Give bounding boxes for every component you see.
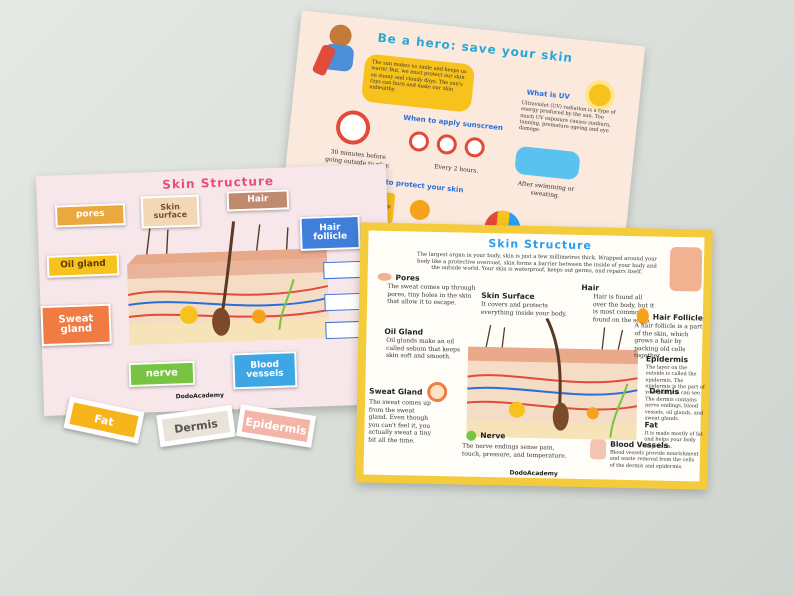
- skin-structure-info-poster: Skin Structure The largest organ in your…: [355, 222, 713, 490]
- blood-vessels-card[interactable]: Blood vessels: [232, 351, 298, 390]
- after-swimming-text: After swimming or sweating.: [517, 180, 575, 199]
- skin-cells-illustration: [669, 246, 703, 292]
- nerve-text: The nerve endings sense pain, touch, pre…: [461, 442, 567, 460]
- sweat-gland-card[interactable]: Sweat gland: [40, 303, 112, 347]
- skin-surface-label: Skin Surface: [481, 290, 535, 301]
- what-is-uv-heading: What is UV: [526, 88, 571, 101]
- small-sun-icon: [408, 198, 431, 221]
- swimmer-illustration: [514, 145, 581, 181]
- skin-cross-section-diagram: [127, 221, 330, 346]
- nerve-label: Nerve: [480, 430, 506, 441]
- dermis-text: The dermis contains nerve endings, blood…: [644, 396, 704, 422]
- hair-follicle-card[interactable]: Hair follicle: [299, 214, 361, 251]
- pores-label: Pores: [395, 273, 420, 283]
- info-skin-diagram: [466, 317, 639, 441]
- oil-gland-label: Oil Gland: [384, 326, 424, 337]
- fat-label: Fat: [644, 420, 659, 430]
- skin-surface-text: It covers and protects everything inside…: [480, 300, 568, 318]
- hair-label: Hair: [581, 282, 600, 293]
- speech-bubble: The sun makes us smile and keeps us warm…: [360, 53, 476, 113]
- hair-follicle-label: Hair Follicle: [652, 312, 703, 323]
- board-title: Skin Structure: [162, 173, 275, 192]
- oil-gland-card[interactable]: Oil gland: [46, 253, 120, 278]
- info-intro: The largest organ in your body, skin is …: [416, 251, 658, 276]
- pores-text: The sweat comes up through pores, tiny h…: [387, 282, 476, 307]
- hair-card[interactable]: Hair: [226, 189, 290, 212]
- clock-row: [407, 130, 500, 164]
- pores-card[interactable]: pores: [54, 203, 126, 228]
- sweat-gland-text: The sweat comes up from the sweat gland.…: [368, 398, 432, 445]
- sweat-gland-label: Sweat Gland: [369, 386, 423, 397]
- pores-icon: [377, 272, 392, 282]
- alarm-clock-icon: [334, 108, 372, 147]
- every-two-hours-text: Every 2 hours.: [433, 163, 479, 175]
- skin-structure-activity-board: Skin Structure pores Skin surface Hair H…: [35, 163, 395, 417]
- nerve-card[interactable]: nerve: [128, 360, 196, 388]
- info-poster-body: Skin Structure The largest organ in your…: [363, 230, 705, 482]
- when-to-apply-heading: When to apply sunscreen: [402, 113, 504, 133]
- dermis-label: Dermis: [649, 386, 680, 397]
- blood-vessels-label: Blood Vessels: [610, 439, 669, 450]
- blood-vessels-text: Blood vessels provide nourishment and wa…: [609, 449, 699, 470]
- board-brand: DodoAcademy: [175, 391, 225, 401]
- info-brand: DodoAcademy: [509, 469, 558, 478]
- uv-description: Ultraviolet (UV) radiation is a type of …: [518, 100, 616, 134]
- hand-icon: [589, 439, 607, 460]
- sun-icon: [587, 83, 612, 108]
- skin-surface-card[interactable]: Skin surface: [140, 194, 200, 229]
- info-title: Skin Structure: [488, 237, 593, 253]
- oil-gland-text: Oil glands make an oil called sebum that…: [385, 336, 461, 361]
- epidermis-label: Epidermis: [645, 354, 689, 365]
- hero-kid-illustration: [311, 23, 361, 85]
